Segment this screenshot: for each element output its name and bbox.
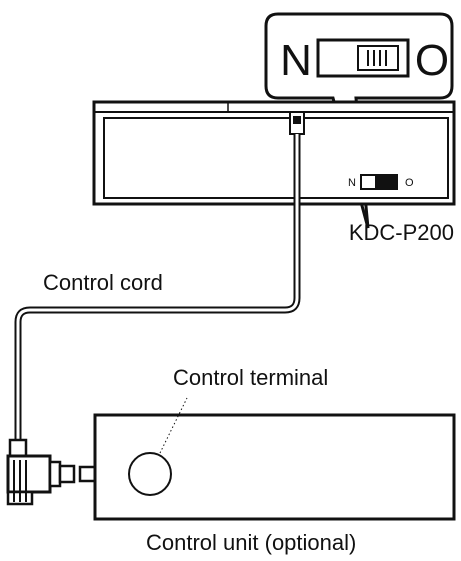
control-unit (93, 397, 456, 521)
small-switch-knob (375, 175, 397, 189)
control-cord-core (16, 134, 299, 444)
control-plug (6, 438, 76, 506)
callout-switch-knob (357, 45, 399, 71)
model-label: KDC-P200 (349, 220, 454, 245)
small-switch-right-letter: O (405, 177, 414, 189)
callout-left-letter: N (280, 36, 312, 85)
small-switch-left-letter: N (348, 177, 356, 189)
unit-front-face (103, 117, 449, 199)
callout-right-letter: O (415, 36, 449, 85)
control-terminal (128, 452, 172, 496)
cord-label: Control cord (43, 270, 163, 295)
unit-label: Control unit (optional) (146, 530, 356, 555)
cord-jack-tip (293, 116, 301, 124)
plug-neck (8, 438, 28, 458)
kdc-p200-unit: N O (92, 100, 456, 206)
plug-tip (58, 464, 76, 484)
terminal-label: Control terminal (173, 365, 328, 390)
control-unit-panel (93, 413, 456, 521)
plug-collar (48, 460, 62, 488)
